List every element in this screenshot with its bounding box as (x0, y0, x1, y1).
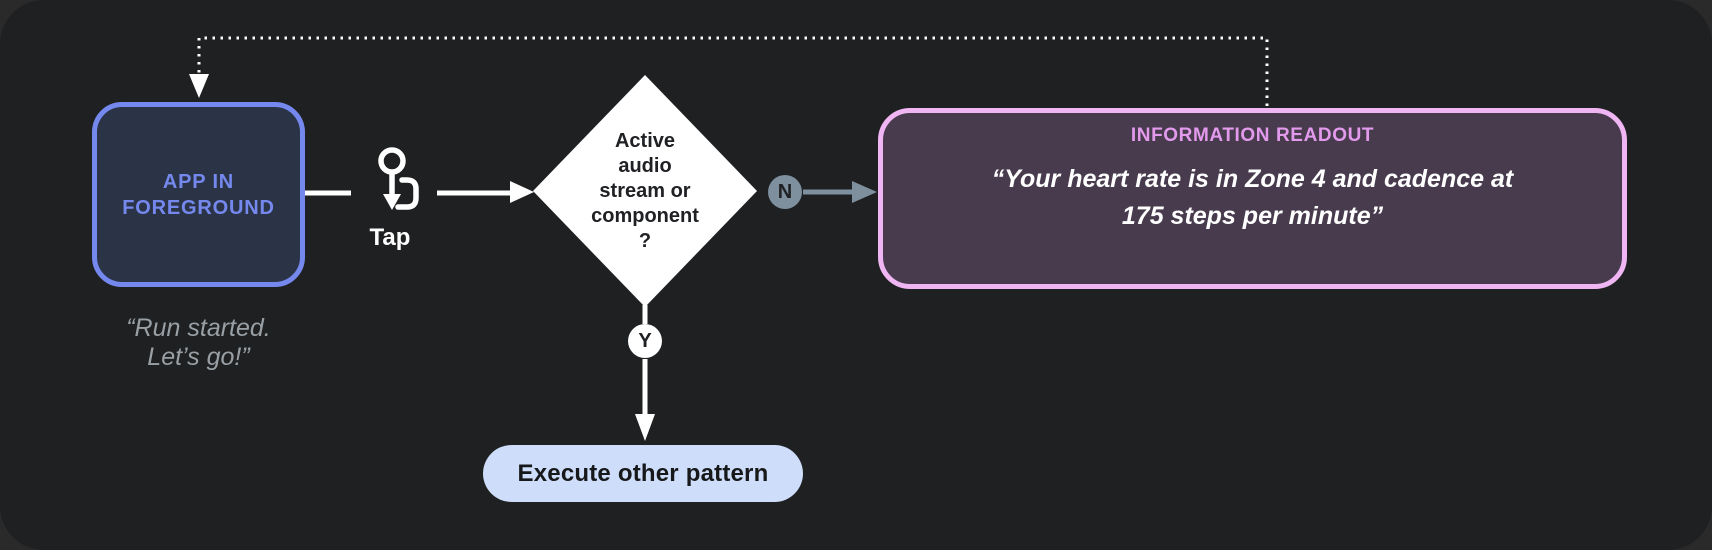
execute-other-pattern-label: Execute other pattern (517, 459, 769, 487)
information-readout-node: INFORMATION READOUT “Your heart rate is … (878, 108, 1627, 289)
decision-line-1: Active (614, 130, 676, 152)
feedback-arrowhead-icon (189, 74, 209, 98)
quote-line-2: Let’s go!” (147, 343, 250, 371)
app-in-foreground-label: APP IN FOREGROUND (122, 169, 274, 221)
tap-gesture: Tap (352, 144, 428, 252)
branch-no-badge: N (768, 175, 802, 209)
quote-line-1: “Run started. (126, 314, 271, 342)
app-voice-quote: “Run started. Let’s go!” (72, 314, 325, 372)
no-arrowhead-icon (852, 181, 877, 203)
app-label-line-2: FOREGROUND (122, 196, 275, 219)
decision-arrowhead-icon (510, 181, 534, 203)
decision-question: Active audio stream or component ? (565, 129, 725, 254)
app-label-line-1: APP IN (162, 170, 235, 193)
decision-line-5: ? (638, 230, 652, 252)
decision-line-3: stream or (599, 180, 691, 202)
branch-yes-label: Y (638, 329, 652, 352)
app-in-foreground-node: APP IN FOREGROUND (92, 102, 305, 287)
branch-yes-badge: Y (628, 324, 662, 358)
readout-body-line-1: “Your heart rate is in Zone 4 and cadenc… (991, 165, 1514, 193)
decision-line-2: audio (618, 155, 672, 177)
readout-body-line-2: 175 steps per minute” (1121, 202, 1384, 230)
tap-gesture-icon (378, 147, 419, 210)
yes-arrowhead-icon (635, 414, 655, 441)
decision-line-4: component (591, 205, 699, 227)
readout-title: INFORMATION READOUT (1130, 125, 1375, 146)
execute-other-pattern-node: Execute other pattern (483, 445, 803, 502)
branch-no-label: N (777, 180, 793, 203)
decision-diamond-shape (533, 75, 757, 307)
feedback-dotted-connector (197, 36, 1269, 106)
readout-body: “Your heart rate is in Zone 4 and cadenc… (883, 161, 1622, 235)
tap-label: Tap (369, 224, 411, 251)
